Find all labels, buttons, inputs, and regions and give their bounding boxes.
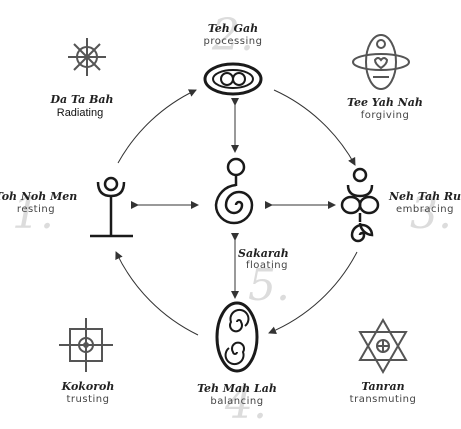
- kokoroh-symbol: [59, 318, 113, 372]
- da-ta-bah-symbol: [68, 38, 106, 76]
- number-1: 1.: [12, 188, 54, 239]
- arrow-embracing-to-balancing: [268, 251, 358, 334]
- toh-noh-men-title: Toh Noh Men: [0, 190, 77, 203]
- teh-gah-meaning: processing: [204, 36, 263, 47]
- tee-yah-nah-title: Tee Yah Nah: [347, 96, 423, 109]
- arrow-balancing-to-resting: [115, 251, 199, 336]
- neh-tah-ru-title: Neh Tah Ru: [388, 190, 461, 203]
- teh-gah-symbol: [203, 62, 263, 96]
- sakarah-symbol: [214, 157, 254, 225]
- tanran-symbol: [358, 317, 408, 375]
- sakarah-meaning: floating: [246, 260, 288, 271]
- number-4: 4.: [224, 378, 267, 429]
- teh-mah-lah-meaning: balancing: [210, 396, 263, 407]
- da-ta-bah-meaning: Radiating: [57, 107, 103, 119]
- arrow-processing-to-embracing: [273, 89, 356, 166]
- teh-mah-lah-symbol: [215, 301, 259, 373]
- neh-tah-ru-symbol: [340, 167, 380, 243]
- toh-noh-men-symbol: [90, 176, 133, 238]
- number-5: 5.: [248, 260, 290, 311]
- tee-yah-nah-meaning: forgiving: [361, 110, 410, 121]
- tanran-meaning: transmuting: [350, 394, 417, 405]
- da-ta-bah-title: Da Ta Bah: [49, 93, 113, 106]
- tanran-title: Tanran: [361, 380, 404, 393]
- teh-gah-title: Teh Gah: [208, 22, 258, 35]
- number-2: 2.: [211, 10, 254, 61]
- kokoroh-meaning: trusting: [67, 394, 110, 405]
- neh-tah-ru-meaning: embracing: [396, 204, 454, 215]
- arrow-resting-to-processing: [117, 89, 197, 164]
- tee-yah-nah-symbol: [352, 34, 410, 90]
- toh-noh-men-meaning: resting: [17, 204, 55, 215]
- number-3: 3.: [410, 188, 452, 239]
- kokoroh-title: Kokoroh: [61, 380, 115, 393]
- sakarah-title: Sakarah: [238, 247, 289, 260]
- teh-mah-lah-title: Teh Mah Lah: [197, 382, 277, 395]
